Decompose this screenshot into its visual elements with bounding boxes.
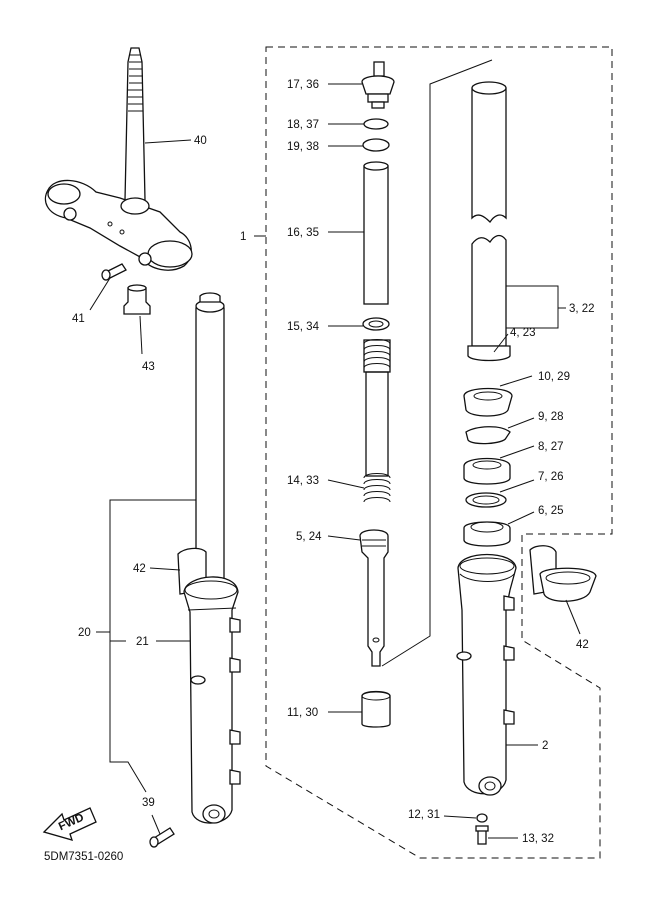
callout-20: 20 — [78, 627, 91, 639]
callout-42-left: 42 — [133, 563, 146, 575]
dust-seal-10 — [463, 387, 513, 417]
callout-40: 40 — [194, 135, 207, 147]
callout-43: 43 — [142, 361, 155, 373]
callout-14-33: 14, 33 — [287, 475, 319, 487]
bolt-41 — [101, 263, 127, 281]
fwd-arrow-icon — [42, 807, 97, 841]
inner-tube-3 — [467, 81, 511, 362]
callout-16-35: 16, 35 — [287, 227, 319, 239]
circlip-9 — [465, 426, 511, 445]
leader-40 — [144, 139, 192, 144]
assembly-1-boundary — [265, 46, 613, 859]
leader-6 — [507, 511, 535, 525]
slide-metal-6 — [463, 521, 511, 547]
leader-41 — [89, 277, 111, 311]
gasket-12 — [476, 813, 488, 823]
callout-19-38: 19, 38 — [287, 141, 319, 153]
callout-10-29: 10, 29 — [538, 371, 570, 383]
callout-18-37: 18, 37 — [287, 119, 319, 131]
callout-2: 2 — [542, 740, 548, 752]
steering-stem-40 — [44, 47, 193, 271]
damper-rod-5 — [359, 529, 389, 667]
callout-15-34: 15, 34 — [287, 321, 320, 333]
leader-39 — [151, 814, 161, 835]
leader-42-right — [565, 599, 581, 635]
leader-8 — [499, 445, 535, 459]
leader-3 — [506, 285, 559, 329]
callout-41: 41 — [72, 313, 85, 325]
washer-15 — [362, 317, 390, 331]
callout-9-28: 9, 28 — [538, 411, 564, 423]
assembled-fork-20 — [177, 292, 241, 824]
callout-21: 21 — [136, 636, 149, 648]
callout-39: 39 — [142, 797, 155, 809]
callout-7-26: 7, 26 — [538, 471, 564, 483]
callout-3-22: 3, 22 — [569, 303, 595, 315]
spacer-16 — [363, 161, 389, 305]
callout-11-30: 11, 30 — [287, 707, 318, 719]
assembly-link — [381, 59, 493, 667]
leader-42-left — [149, 567, 181, 571]
leader-9 — [507, 417, 535, 429]
leader-14 — [327, 479, 365, 489]
cap-bolt-17 — [361, 61, 395, 109]
callout-17-36: 17, 36 — [287, 79, 319, 91]
callout-1: 1 — [240, 231, 246, 243]
o-ring-18 — [363, 118, 389, 130]
callout-5-24: 5, 24 — [296, 531, 322, 543]
outer-tube-2 — [456, 553, 517, 796]
washer-19 — [362, 138, 390, 152]
callout-8-27: 8, 27 — [538, 441, 564, 453]
fork-guard-42 — [529, 545, 597, 602]
bolt-39 — [149, 827, 175, 848]
callout-13-32: 13, 32 — [522, 833, 554, 845]
leader-7 — [499, 479, 535, 493]
leader-5 — [327, 535, 361, 541]
callout-4-23: 4, 23 — [510, 327, 536, 339]
leader-4 — [493, 333, 509, 353]
oil-seal-8 — [463, 457, 511, 485]
leader-43 — [139, 315, 143, 355]
callout-12-31: 12, 31 — [408, 809, 440, 821]
drawing-number: 5DM7351-0260 — [44, 851, 123, 863]
callout-42-right: 42 — [576, 639, 589, 651]
callout-6-25: 6, 25 — [538, 505, 564, 517]
oil-lock-11 — [361, 690, 391, 728]
cap-43 — [123, 284, 151, 315]
washer-7 — [465, 492, 507, 508]
leader-12 — [443, 815, 477, 819]
bolt-13 — [475, 825, 489, 845]
leader-20 — [109, 499, 196, 793]
fork-spring-14 — [363, 339, 391, 503]
leader-10 — [499, 375, 533, 387]
